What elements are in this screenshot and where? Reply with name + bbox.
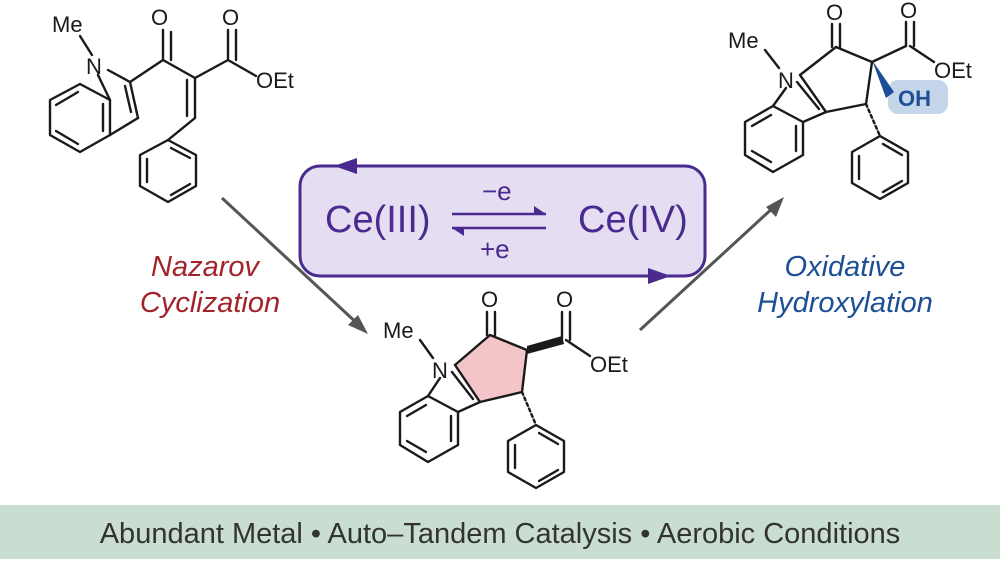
oxidation-arrowhead-icon bbox=[766, 197, 784, 217]
cycle-box bbox=[298, 164, 707, 278]
ketone-o-sm: O bbox=[151, 5, 168, 30]
nazarov-label-line2: Cyclization bbox=[140, 287, 280, 319]
oxidative-label-line1: Oxidative bbox=[785, 251, 906, 283]
oet-label-int: OEt bbox=[590, 352, 628, 377]
oh-highlight bbox=[888, 80, 948, 114]
nazarov-label-line1: Nazarov bbox=[151, 251, 260, 283]
ketone-o-prod: O bbox=[826, 0, 843, 25]
starting-material: N Me O O OEt bbox=[48, 5, 294, 204]
n-atom-prod: N bbox=[778, 68, 794, 93]
ester-o-int: O bbox=[556, 287, 573, 312]
cyclized-intermediate: N Me O O OEt bbox=[383, 287, 628, 490]
oxidative-label-line2: Hydroxylation bbox=[757, 287, 933, 319]
oh-label: OH bbox=[898, 86, 931, 111]
nazarov-arrowhead-icon bbox=[348, 315, 368, 334]
ketone-o-int: O bbox=[481, 287, 498, 312]
ce-iv-label: Ce(IV) bbox=[578, 199, 688, 241]
minus-e-label: −e bbox=[482, 176, 512, 206]
plus-e-label: +e bbox=[480, 234, 510, 264]
n-atom-int: N bbox=[432, 358, 448, 383]
oet-label-sm: OEt bbox=[256, 68, 294, 93]
methyl-label-sm: Me bbox=[52, 12, 83, 37]
cycle-arrow-left-icon bbox=[334, 158, 357, 174]
footer-text: Abundant Metal • Auto–Tandem Catalysis •… bbox=[100, 518, 901, 550]
ce-iii-label: Ce(III) bbox=[325, 199, 431, 241]
n-atom-sm: N bbox=[86, 54, 102, 79]
reaction-arrows bbox=[220, 196, 784, 334]
methyl-label-int: Me bbox=[383, 318, 414, 343]
ester-o-sm: O bbox=[222, 5, 239, 30]
footer-band bbox=[0, 505, 1000, 559]
nazarov-arrow bbox=[220, 196, 362, 328]
cerium-cycle: Ce(III) Ce(IV) −e +e bbox=[298, 158, 707, 284]
methyl-label-prod: Me bbox=[728, 28, 759, 53]
ester-o-prod: O bbox=[900, 0, 917, 23]
hydroxylated-product: N Me O O OEt OH bbox=[728, 0, 972, 201]
oet-label-prod: OEt bbox=[934, 58, 972, 83]
oxidation-arrow bbox=[638, 203, 778, 332]
cycle-arrow-right-icon bbox=[648, 268, 671, 284]
